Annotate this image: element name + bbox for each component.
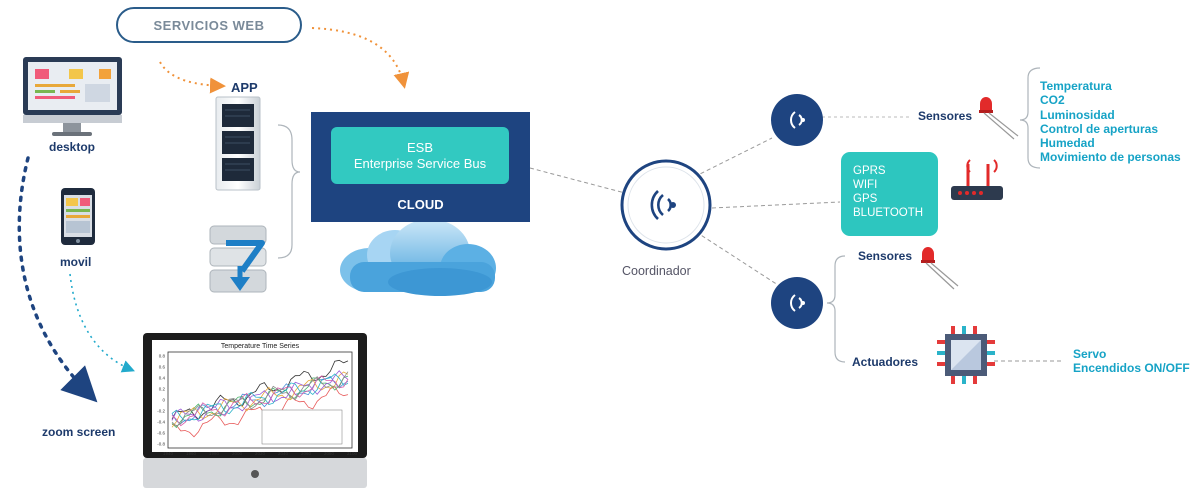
- coordinador-label: Coordinador: [622, 264, 691, 278]
- connectivity-item: GPRS: [853, 165, 886, 177]
- esb-box: ESB Enterprise Service Bus: [331, 127, 509, 184]
- actuator-output-item: Encendidos ON/OFF: [1073, 361, 1190, 375]
- chart-y-tick: -0.6: [157, 431, 165, 436]
- connectivity-item: BLUETOOTH: [853, 207, 924, 219]
- chart-y-tick: 0.6: [159, 365, 166, 370]
- chart-x-tick: 2000: [232, 451, 243, 456]
- chart-series-line: [171, 373, 349, 422]
- router-icon: [951, 159, 1003, 200]
- chart-x-tick: 2040: [278, 451, 289, 456]
- chart-y-tick: 0.2: [159, 387, 166, 392]
- connectivity-item: GPS: [853, 193, 878, 205]
- connectivity-box: GPRS WIFI GPS BLUETOOTH: [841, 152, 938, 236]
- led-top-icon: [979, 97, 1019, 140]
- chart-y-tick: 0.4: [159, 376, 166, 381]
- monitor-chart: Temperature Time Series 1940 1960 1980 2000 2…: [157, 343, 357, 456]
- sensores-top-label: Sensores: [918, 109, 973, 123]
- chart-x-tick: 2080: [324, 451, 335, 456]
- cloud-label: CLOUD: [397, 197, 444, 212]
- chart-y-tick: -0.4: [157, 420, 165, 425]
- arrow-servicios-to-cloud: [311, 27, 410, 89]
- led-bottom-icon: [921, 247, 959, 290]
- mobile-icon: [61, 188, 95, 245]
- chart-y-tick: -0.8: [157, 442, 165, 447]
- chart-series-line: [171, 371, 349, 428]
- cloud-icon: [340, 219, 496, 296]
- chart-series-line: [171, 370, 349, 422]
- app-label: APP: [231, 80, 258, 95]
- esb-subtitle: Enterprise Service Bus: [353, 155, 487, 171]
- chart-x-tick: 1940: [163, 451, 174, 456]
- arrow-desktop-to-zoom: [17, 156, 98, 403]
- chart-series-line: [171, 386, 349, 438]
- chart-y-tick: -0.2: [157, 409, 165, 414]
- arrow-movil-to-monitor: [69, 273, 135, 373]
- chart-title: Temperature Time Series: [221, 343, 300, 350]
- desktop-label: desktop: [49, 140, 96, 154]
- chart-series-line: [171, 375, 349, 429]
- chart-x-tick: 2060: [301, 451, 312, 456]
- chart-x-tick: 1960: [186, 451, 197, 456]
- chart-x-tick: 2020: [255, 451, 266, 456]
- sensores-bottom-label: Sensores: [858, 249, 913, 263]
- chart-y-tick: 0: [162, 398, 165, 403]
- sensor-type-item: Control de aperturas: [1040, 121, 1159, 136]
- desktop-icon: [23, 57, 122, 136]
- sensor-type-item: Temperatura: [1040, 79, 1112, 93]
- zoom-screen-label: zoom screen: [42, 425, 116, 439]
- microchip-icon: [937, 326, 995, 384]
- node-top-icon: [771, 94, 823, 146]
- bracket-sensor-list: [1019, 67, 1041, 169]
- chart-y-tick: 0.8: [159, 354, 166, 359]
- servicios-web-pill: SERVICIOS WEB: [116, 7, 302, 43]
- bracket-server-db: [277, 124, 301, 259]
- bracket-bottom-node: [826, 255, 846, 363]
- movil-label: movil: [60, 255, 92, 269]
- sensor-type-item: Humedad: [1040, 136, 1095, 151]
- database-icon: [209, 225, 267, 293]
- chart-series-line: [171, 371, 349, 427]
- link-coordinator-node-top: [687, 137, 773, 181]
- arrow-servicios-to-app: [159, 61, 226, 94]
- sensor-type-item: Movimiento de personas: [1040, 150, 1181, 165]
- servicios-web-label: SERVICIOS WEB: [153, 17, 265, 33]
- actuadores-label: Actuadores: [852, 355, 919, 369]
- link-coordinator-node-bottom: [689, 227, 779, 286]
- actuator-output-item: Servo: [1073, 347, 1107, 361]
- server-rack-icon: [215, 96, 261, 191]
- connectivity-item: WIFI: [853, 179, 878, 191]
- chart-legend: [261, 409, 343, 445]
- esb-title: ESB: [406, 139, 433, 155]
- actuator-output-list: Servo Encendidos ON/OFF: [1073, 347, 1190, 375]
- sensor-type-item: Luminosidad: [1040, 107, 1115, 122]
- link-cloud-coordinator: [529, 167, 626, 194]
- sensor-type-item: CO2: [1040, 93, 1065, 108]
- sensor-type-list: Temperatura CO2 Luminosidad Control de a…: [1040, 79, 1181, 165]
- node-bottom-icon: [771, 277, 823, 329]
- chart-x-tick: 1980: [209, 451, 220, 456]
- coordinator-icon: [620, 159, 712, 251]
- link-coordinator-teal: [711, 201, 841, 209]
- chart-series-line: [171, 375, 349, 427]
- chart-x-tick: 2100: [347, 451, 358, 456]
